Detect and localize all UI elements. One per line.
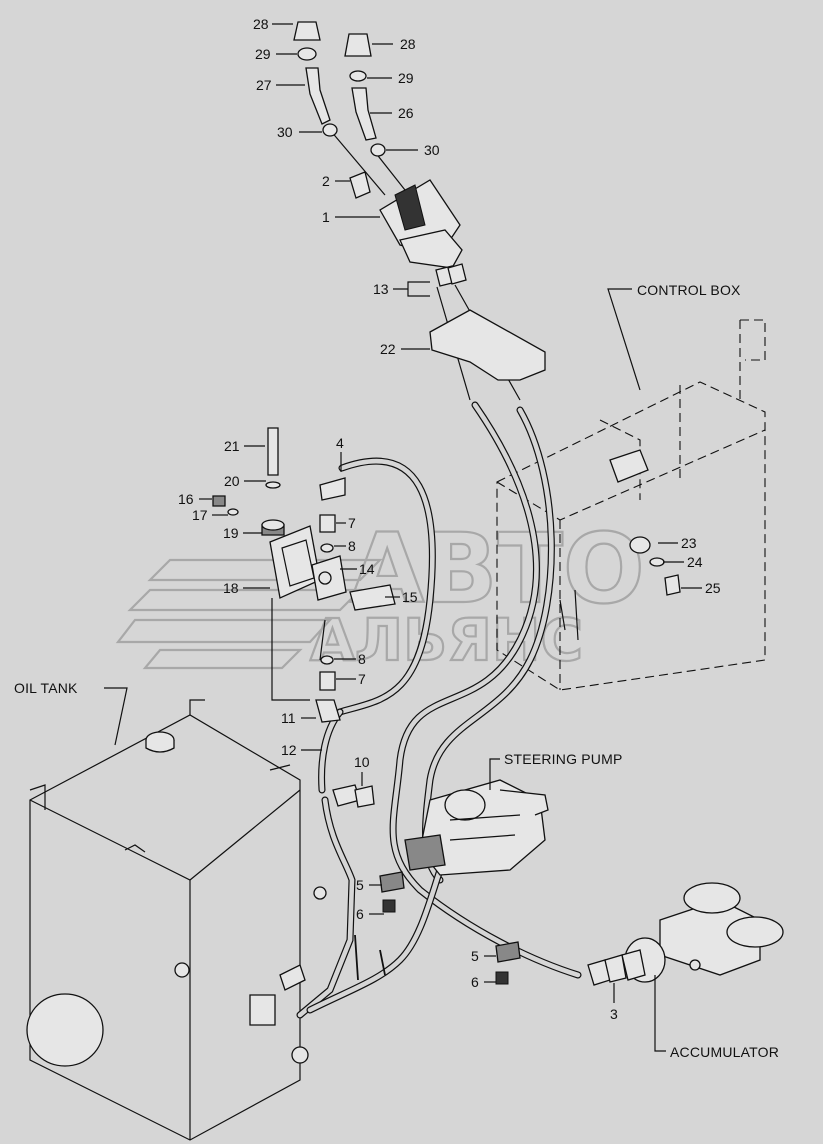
fittings	[319, 477, 681, 986]
part-label-16: 16	[178, 491, 194, 507]
part-label-29: 29	[255, 46, 271, 62]
part-label-29: 29	[398, 70, 414, 86]
part-label-2: 2	[322, 173, 330, 189]
steering-pump	[404, 779, 549, 876]
leader-lines	[104, 23, 702, 1052]
part-label-27: 27	[256, 77, 272, 93]
control-box-label: CONTROL BOX	[637, 282, 741, 298]
part-label-17: 17	[192, 507, 208, 523]
control-box	[496, 319, 766, 691]
part-label-6: 6	[471, 974, 479, 990]
part-label-22: 22	[380, 341, 396, 357]
mounting-bracket	[429, 309, 546, 381]
part-label-18: 18	[223, 580, 239, 596]
part-label-12: 12	[281, 742, 297, 758]
part-label-3: 3	[610, 1006, 618, 1022]
part-label-8: 8	[358, 651, 366, 667]
part-label-26: 26	[398, 105, 414, 121]
part-label-21: 21	[224, 438, 240, 454]
part-label-10: 10	[354, 754, 370, 770]
part-label-5: 5	[356, 877, 364, 893]
part-label-13: 13	[373, 281, 389, 297]
part-label-25: 25	[705, 580, 721, 596]
part-label-14: 14	[359, 561, 375, 577]
part-label-6: 6	[356, 906, 364, 922]
part-label-7: 7	[348, 515, 356, 531]
oil-tank	[26, 699, 327, 1141]
part-labels: 28 29 27 30 28 29 26 30 2 1 13 22 21 4 2…	[178, 16, 721, 1022]
part-label-30: 30	[277, 124, 293, 140]
steering-pump-label: STEERING PUMP	[504, 751, 623, 767]
part-label-5: 5	[471, 948, 479, 964]
part-label-11: 11	[281, 710, 296, 726]
part-label-20: 20	[224, 473, 240, 489]
part-label-1: 1	[322, 209, 330, 225]
accumulator	[621, 882, 784, 983]
part-label-30: 30	[424, 142, 440, 158]
tank-port-cover-icon	[26, 993, 104, 1067]
valve-block-assembly	[212, 427, 396, 723]
part-label-19: 19	[223, 525, 239, 541]
control-valve-assembly	[293, 21, 521, 401]
part-label-4: 4	[336, 435, 344, 451]
part-label-28: 28	[400, 36, 416, 52]
part-label-28: 28	[253, 16, 269, 32]
part-label-23: 23	[681, 535, 697, 551]
part-label-8: 8	[348, 538, 356, 554]
part-label-7: 7	[358, 671, 366, 687]
part-label-15: 15	[402, 589, 418, 605]
oil-tank-label: OIL TANK	[14, 680, 78, 696]
component-labels: CONTROL BOX OIL TANK STEERING PUMP ACCUM…	[14, 282, 779, 1060]
accumulator-label: ACCUMULATOR	[670, 1044, 779, 1060]
part-label-24: 24	[687, 554, 703, 570]
